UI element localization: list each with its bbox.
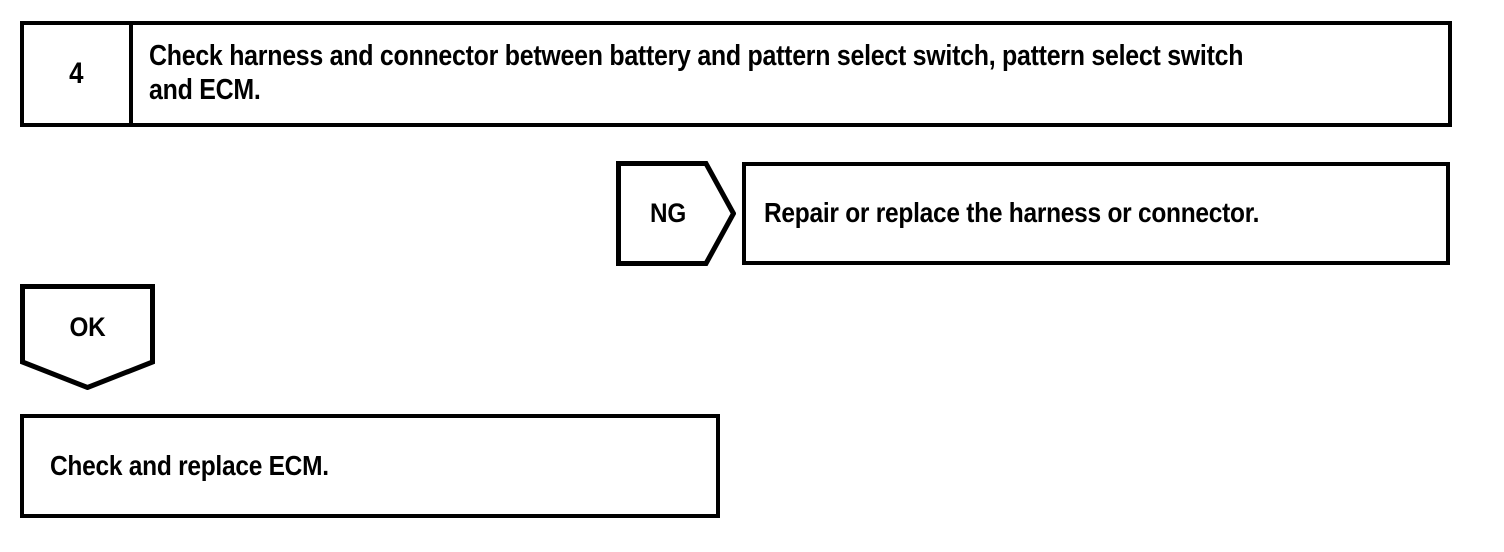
- step-number-cell: 4: [24, 25, 133, 123]
- step-instruction-text: Check harness and connector between batt…: [149, 40, 1244, 106]
- ok-result-box: Check and replace ECM.: [20, 414, 720, 518]
- ng-result-text: Repair or replace the harness or connect…: [764, 197, 1260, 229]
- step-number: 4: [69, 57, 84, 90]
- step-header-row: 4 Check harness and connector between ba…: [20, 21, 1452, 127]
- ok-arrow-shape: [20, 284, 155, 390]
- ok-result-text: Check and replace ECM.: [50, 449, 329, 481]
- step-instruction-cell: Check harness and connector between batt…: [133, 25, 1448, 123]
- ng-arrow-shape: [616, 161, 736, 266]
- ng-result-box: Repair or replace the harness or connect…: [742, 162, 1450, 265]
